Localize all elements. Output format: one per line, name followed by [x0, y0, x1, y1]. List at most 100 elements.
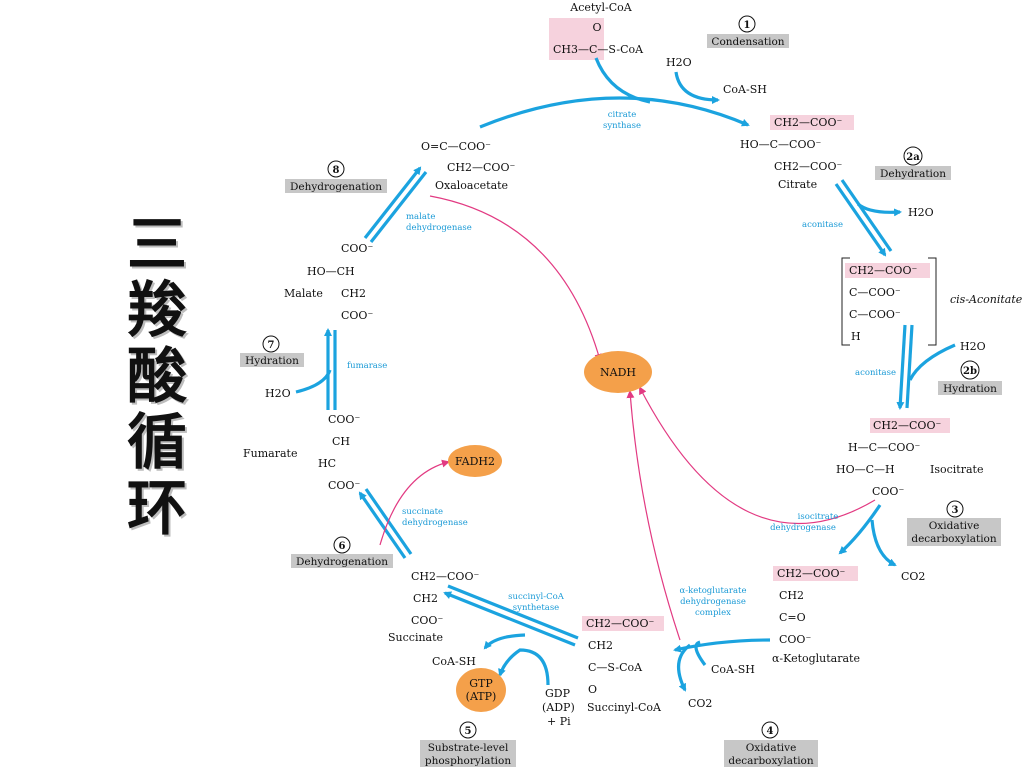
h2o-condensation: H2O — [666, 56, 692, 69]
fumarate-l1: COO⁻ — [328, 413, 360, 426]
step1-label: Condensation — [711, 36, 784, 48]
succinylcoa-name: Succinyl-CoA — [587, 701, 662, 714]
step7-circle — [262, 335, 280, 353]
title-char: 三 — [127, 210, 187, 280]
gdp-label: GDP — [545, 687, 571, 700]
title-char: 环 — [127, 474, 187, 544]
arrow-aconitase2-a — [896, 324, 907, 410]
pink-isocitrate-nadh — [639, 386, 876, 525]
enzyme-akg-dh-3: complex — [695, 608, 731, 618]
arrow-succ-syn-b — [447, 584, 579, 640]
step7-num: 7 — [268, 340, 275, 351]
arrow-succ-dh-a — [358, 491, 407, 559]
step2b-label: Hydration — [943, 383, 997, 395]
akg-l4: COO⁻ — [779, 633, 811, 646]
step5-num: 5 — [465, 726, 472, 737]
step5-box — [420, 740, 516, 767]
step4-box — [724, 740, 818, 767]
citrate-l2: HO—C—COO⁻ — [740, 138, 821, 151]
succinylcoa-l4: O — [588, 683, 597, 696]
malate-name: Malate — [284, 287, 323, 300]
step8-label: Dehydrogenation — [290, 181, 382, 193]
citrate-highlight — [770, 115, 854, 130]
aconitate-highlight — [845, 263, 930, 278]
fadh2-label: FADH2 — [455, 455, 495, 468]
citrate-l1: CH2—COO⁻ — [774, 116, 842, 129]
arrow-akg-dh — [673, 638, 771, 653]
arrow-gtp-out — [498, 648, 550, 686]
enzyme-malate-dh-2: dehydrogenase — [406, 223, 472, 233]
step4-num: 4 — [767, 726, 774, 737]
aconitate-l2: C—COO⁻ — [849, 286, 901, 299]
acetyl-coa-name: Acetyl-CoA — [569, 1, 633, 14]
h2o-dehydration: H2O — [908, 206, 934, 219]
step2a-circle — [903, 146, 923, 166]
akg-l2: CH2 — [779, 589, 804, 602]
enzyme-citrate-synthase-2: synthase — [603, 121, 641, 131]
aconitate-l3: C—COO⁻ — [849, 308, 901, 321]
step2b-box — [938, 381, 1002, 395]
step7-box — [240, 353, 304, 367]
enzyme-citrate-synthase-1: citrate — [608, 110, 636, 120]
malate-l3: CH2 — [341, 287, 366, 300]
step5-label-1: Substrate-level — [428, 742, 509, 754]
bracket-right — [928, 257, 937, 346]
step2a-box — [875, 166, 951, 180]
title-char: 羧 — [127, 276, 187, 346]
enzyme-malate-dh-1: malate — [406, 212, 435, 222]
isocitrate-highlight — [870, 418, 950, 433]
step4-label-1: Oxidative — [746, 742, 797, 754]
acetyl-highlight — [549, 18, 604, 60]
step5-circle — [459, 721, 477, 739]
akg-highlight — [773, 566, 858, 581]
succinylcoa-l2: CH2 — [588, 639, 613, 652]
oxaloacetate-l2: CH2—COO⁻ — [447, 161, 515, 174]
arrow-coash-in — [694, 640, 707, 666]
step8-num: 8 — [333, 165, 340, 176]
step7-label: Hydration — [245, 355, 299, 367]
coash-step4: CoA-SH — [711, 663, 755, 676]
co2-step3: CO2 — [901, 570, 925, 583]
step6-circle — [333, 536, 351, 554]
arrow-h2o-in-2 — [295, 369, 332, 394]
isocitrate-l2: H—C—COO⁻ — [848, 441, 920, 454]
fumarate-l4: COO⁻ — [328, 479, 360, 492]
step5-label-2: phosphorylation — [425, 755, 511, 767]
acetyl-formula: CH3—C—S-CoA — [553, 43, 644, 56]
arrow-coash-out-2 — [483, 633, 526, 650]
step8-circle — [327, 160, 345, 178]
oxaloacetate-name: Oxaloacetate — [435, 179, 508, 192]
isocitrate-l3: HO—C—H — [836, 463, 895, 476]
isocitrate-l1: CH2—COO⁻ — [873, 419, 941, 432]
enzyme-isocitrate-dh-1: isocitrate — [798, 512, 839, 522]
arrow-aconitase1-b — [840, 179, 893, 252]
arrow-coash-out — [674, 71, 720, 104]
enzyme-akg-dh-2: dehydrogenase — [680, 597, 746, 607]
enzyme-succinate-dh-1: succinate — [402, 507, 443, 517]
step1-box — [707, 34, 789, 48]
step4-label-2: decarboxylation — [728, 755, 814, 767]
arrow-aconitase1-a — [834, 183, 887, 257]
step3-label-2: decarboxylation — [911, 533, 997, 545]
akg-name: α-Ketoglutarate — [772, 652, 860, 665]
fumarate-l2: CH — [332, 435, 350, 448]
acetyl-o: O — [592, 21, 601, 34]
step3-circle — [946, 500, 964, 518]
fumarate-name: Fumarate — [243, 447, 297, 460]
pink-akg-nadh — [626, 390, 681, 641]
gtp-node — [456, 668, 506, 712]
nadh-label: NADH — [600, 366, 636, 379]
succinylcoa-l1: CH2—COO⁻ — [586, 617, 654, 630]
enzyme-succinyl-coa-syn-1: succinyl-CoA — [508, 592, 565, 602]
arrow-co2-out-2 — [677, 643, 692, 692]
succinylcoa-l3: C—S-CoA — [588, 661, 643, 674]
arrow-h2o-out — [856, 202, 902, 217]
fumarate-l3: HC — [318, 457, 336, 470]
step6-label: Dehydrogenation — [296, 556, 388, 568]
step4-circle — [761, 721, 779, 739]
malate-l1: COO⁻ — [341, 242, 373, 255]
succinate-l2: CH2 — [413, 592, 438, 605]
step6-num: 6 — [339, 541, 346, 552]
enzyme-isocitrate-dh-2: dehydrogenase — [770, 523, 836, 533]
